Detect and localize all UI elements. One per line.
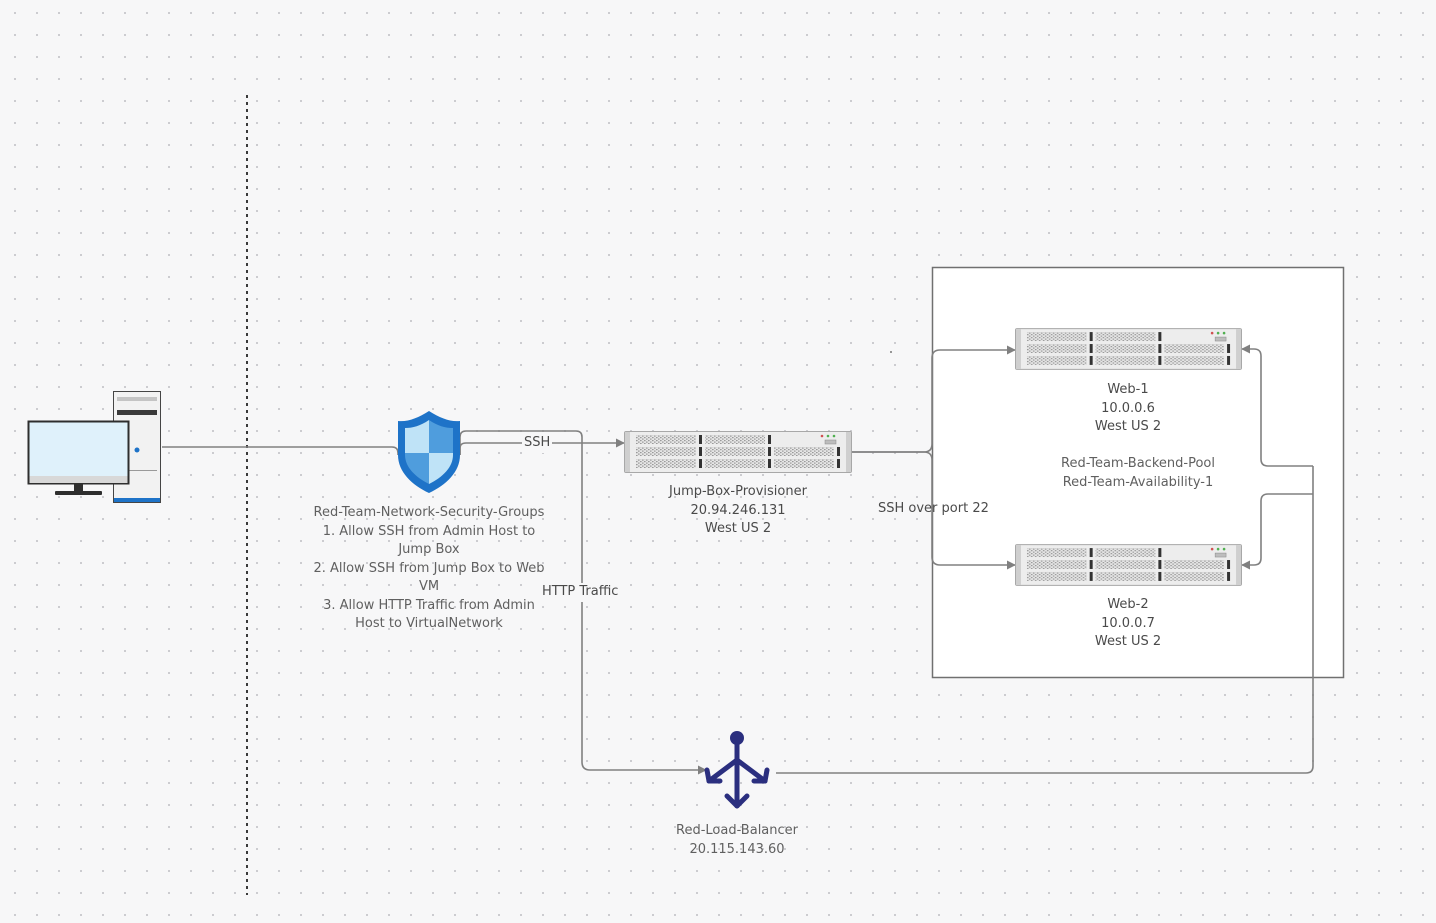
web1-ip: 10.0.0.6 [1101,400,1155,416]
web2-ip: 10.0.0.7 [1101,615,1155,631]
load-balancer-name: Red-Load-Balancer [676,823,798,838]
jump-box-name: Jump-Box-Provisioner [669,484,807,499]
edge-label-ssh: SSH [522,434,553,453]
nsg-rule-3: 3. Allow HTTP Traffic from Admin Host to… [323,597,535,632]
web1-region: West US 2 [1094,419,1162,434]
jump-box-label: Jump-Box-Provisioner 20.94.246.131 West … [638,483,838,539]
shield-icon [398,411,460,493]
nsg-shield [398,411,460,493]
edge-label-http: HTTP Traffic [540,583,621,602]
web2-name: Web-2 [1107,597,1149,612]
edge-lb-to-web2 [1241,493,1313,570]
web1-label: Web-1 10.0.0.6 West US 2 [1078,381,1178,437]
edge-loadbalancer-trunk [776,466,1314,774]
nsg-title: Red-Team-Network-Security-Groups [313,505,545,520]
desktop-computer-icon [27,391,161,503]
load-balancer-ip: 20.115.143.60 [689,841,785,857]
nsg-label: Red-Team-Network-Security-Groups 1. Allo… [309,504,549,634]
backend-pool-name: Red-Team-Backend-Pool [1061,456,1215,471]
web2-region: West US 2 [1094,634,1162,649]
admin-host [27,391,161,503]
edge-admin-to-nsg [162,446,399,455]
edge-label-ssh-port: SSH over port 22 [878,501,989,516]
web2-label: Web-2 10.0.0.7 West US 2 [1078,596,1178,652]
backend-pool-label: Red-Team-Backend-Pool Red-Team-Availabil… [1038,455,1238,492]
web1-server-icon [1015,328,1242,370]
jump-box-server-icon [624,431,852,473]
web2-server-icon [1015,544,1242,586]
connectors [162,344,1314,775]
web1-name: Web-1 [1107,382,1149,397]
nsg-rule-1: 1. Allow SSH from Admin Host to Jump Box [322,523,536,558]
edge-jumpbox-to-web2 [852,451,1016,570]
load-balancer-label: Red-Load-Balancer 20.115.143.60 [637,822,837,859]
availability-set-name: Red-Team-Availability-1 [1062,474,1214,490]
edge-jumpbox-to-web1 [852,345,1016,453]
jump-box-ip: 20.94.246.131 [690,502,786,518]
load-balancer-icon [704,731,770,809]
jump-box-region: West US 2 [704,521,772,536]
edge-nsg-to-loadbalancer [459,430,707,775]
edge-lb-to-web1 [1241,344,1313,467]
nsg-rule-2: 2. Allow SSH from Jump Box to Web VM [313,560,545,595]
